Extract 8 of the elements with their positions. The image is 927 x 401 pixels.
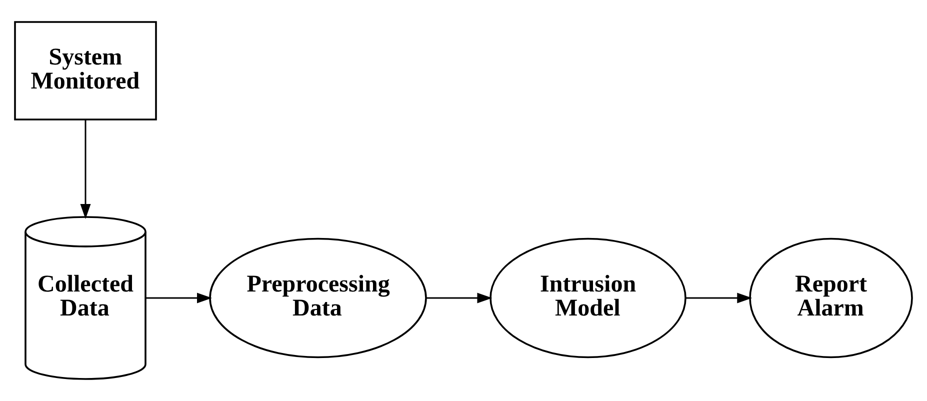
arrow bbox=[426, 292, 492, 304]
node-box: System Monitored bbox=[14, 21, 157, 120]
arrow bbox=[146, 292, 212, 304]
node-ellipse: Preprocessing Data bbox=[209, 238, 427, 358]
node-ellipse: Intrusion Model bbox=[490, 238, 686, 358]
arrow bbox=[80, 120, 91, 220]
node-ellipse: Report Alarm bbox=[749, 238, 913, 358]
arrow bbox=[686, 292, 752, 304]
